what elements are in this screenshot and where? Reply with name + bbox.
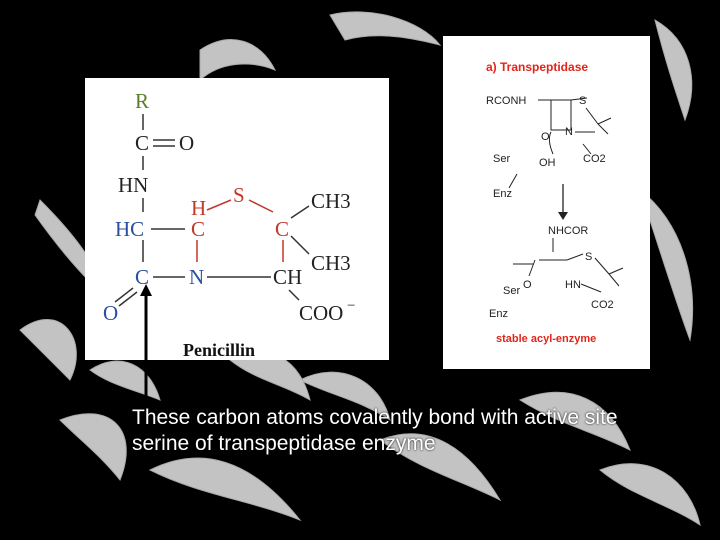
transpeptidase-title: a) Transpeptidase — [486, 60, 588, 74]
quaternary-c-label: C — [275, 217, 289, 241]
sulfur-1-label: S — [579, 95, 586, 107]
oh-label: OH — [539, 157, 556, 169]
nhcor-label: NHCOR — [548, 225, 588, 237]
rconh-label: RCONH — [486, 95, 526, 107]
hc-label: HC — [115, 217, 144, 241]
r-group-label: R — [135, 89, 149, 113]
ser-1-label: Ser — [493, 153, 510, 165]
penicillin-structure-panel: R C O HN HC H C S C CH3 CH3 C — [85, 78, 389, 360]
lactam-o-label: O — [103, 301, 118, 325]
transpeptidase-mechanism-panel: a) Transpeptidase RCONH S N O Ser OH Enz… — [443, 36, 650, 369]
ch3-top-label: CH3 — [311, 189, 351, 213]
ch3-mid-label: CH3 — [311, 251, 351, 275]
carbonyl-o-label: O — [179, 131, 194, 155]
hn-2-label: HN — [565, 279, 581, 291]
minus-label: − — [347, 298, 355, 314]
lactam-o-label: O — [541, 131, 550, 143]
hn-label: HN — [118, 173, 148, 197]
carbonyl-c-label: C — [135, 131, 149, 155]
ch-label: CH — [273, 265, 302, 289]
co2-1-label: CO2 — [583, 153, 606, 165]
penicillin-name: Penicillin — [183, 340, 255, 360]
transpeptidase-scheme: a) Transpeptidase RCONH S N O Ser OH Enz… — [486, 60, 624, 345]
caption-line-2: serine of transpeptidase enzyme — [132, 432, 436, 455]
nitrogen-label: N — [189, 265, 204, 289]
enz-2-label: Enz — [489, 308, 508, 320]
beta-lactam-c-label: C — [135, 265, 149, 289]
ester-o-label: O — [523, 279, 532, 291]
sulfur-label: S — [233, 183, 245, 207]
thiazolidine-c-label: C — [191, 217, 205, 241]
carboxylate-label: COO — [299, 301, 343, 325]
caption-text: These carbon atoms covalently bond with … — [132, 405, 692, 457]
nitrogen-1-label: N — [565, 126, 573, 138]
caption-line-1: These carbon atoms covalently bond with … — [132, 406, 618, 429]
sulfur-2-label: S — [585, 251, 592, 263]
acyl-enzyme-label: stable acyl-enzyme — [496, 333, 596, 345]
penicillin-structure: R C O HN HC H C S C CH3 CH3 C — [103, 89, 355, 360]
co2-2-label: CO2 — [591, 299, 614, 311]
ser-2-label: Ser — [503, 285, 520, 297]
h-label: H — [191, 196, 206, 220]
enz-1-label: Enz — [493, 188, 512, 200]
